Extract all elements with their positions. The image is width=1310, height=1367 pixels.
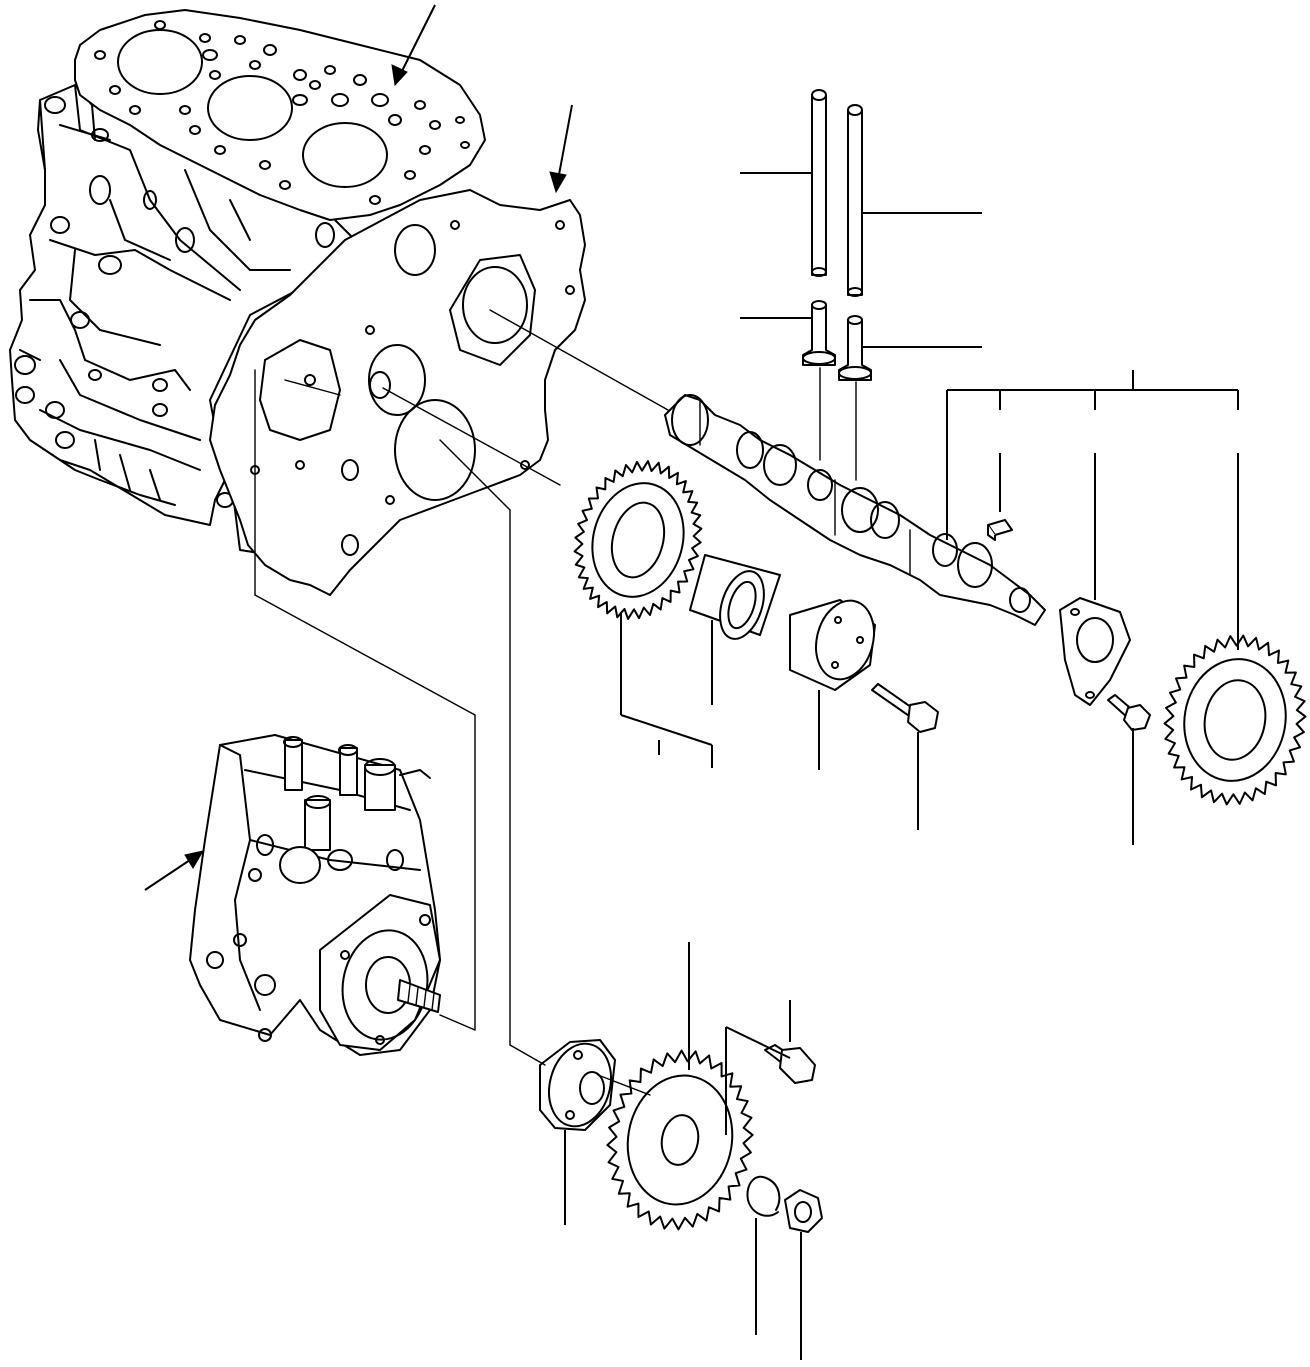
gear-bore [610,501,666,579]
cylinder-block [9,84,356,563]
assembly-centerlines [254,309,857,1096]
idler-shaft [789,599,876,691]
leader-lines [564,172,1239,1360]
gear-bore [1203,679,1267,761]
idler-bolt [871,683,939,733]
idler-bushing [689,554,781,640]
gear-teeth [573,460,703,620]
gear-web [591,482,685,598]
cylinder-head-gasket [74,9,486,221]
nut [784,1189,823,1233]
injection-pump [189,734,441,1056]
callout-arrows [144,4,573,891]
pump-hub [539,1039,616,1131]
push-rod-1 [811,89,827,277]
gear-web [1183,658,1287,782]
thrust-plate-bolt [1107,694,1151,731]
valve-tappet-2 [838,315,872,381]
idler-gear [573,460,703,620]
gear-bore [660,1114,700,1166]
injection-pump-gear [606,1049,754,1231]
gear-bolt [764,1044,816,1084]
gear-case-plate [209,189,586,596]
push-rod-2 [847,104,863,297]
gear-teeth [606,1049,754,1231]
thrust-plate [1059,597,1131,706]
valve-tappet-1 [802,300,836,366]
woodruff-key [987,519,1013,541]
gear-web [626,1074,734,1206]
camshaft [664,394,1046,626]
camshaft-gear [1163,634,1307,806]
lock-washer [746,1175,781,1217]
